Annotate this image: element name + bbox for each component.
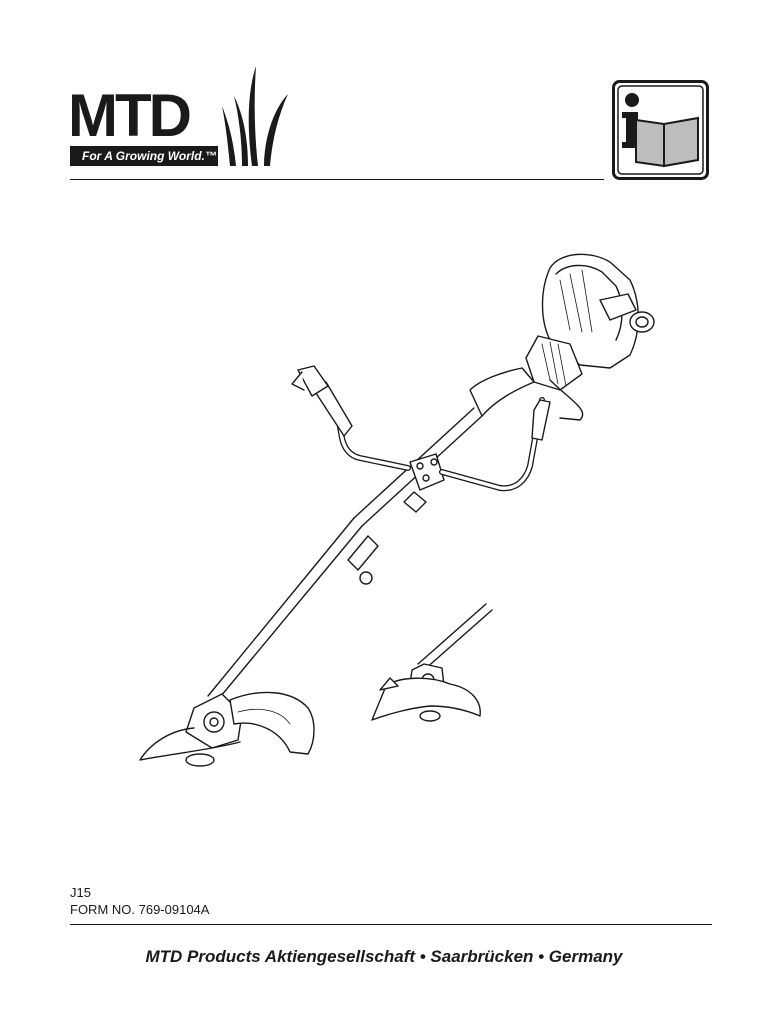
registered-mark: ® (264, 154, 271, 164)
brush-cutter-illustration (139, 253, 655, 767)
grass-icon (222, 66, 288, 166)
logo-wordmark: MTD (68, 82, 192, 149)
company-line: MTD Products Aktiengesellschaft • Saarbr… (145, 947, 623, 966)
logo-tagline: For A Growing World.™ (70, 146, 218, 166)
manual-info-icon (612, 80, 709, 180)
mtd-logo: MTD For A Growing World.™ ® (68, 66, 288, 172)
form-number: FORM NO. 769-09104A (70, 902, 210, 917)
header-rule (70, 179, 604, 180)
form-info: J15 FORM NO. 769-09104A (70, 884, 209, 918)
footer-rule (70, 924, 712, 925)
model-code: J15 (70, 885, 91, 900)
